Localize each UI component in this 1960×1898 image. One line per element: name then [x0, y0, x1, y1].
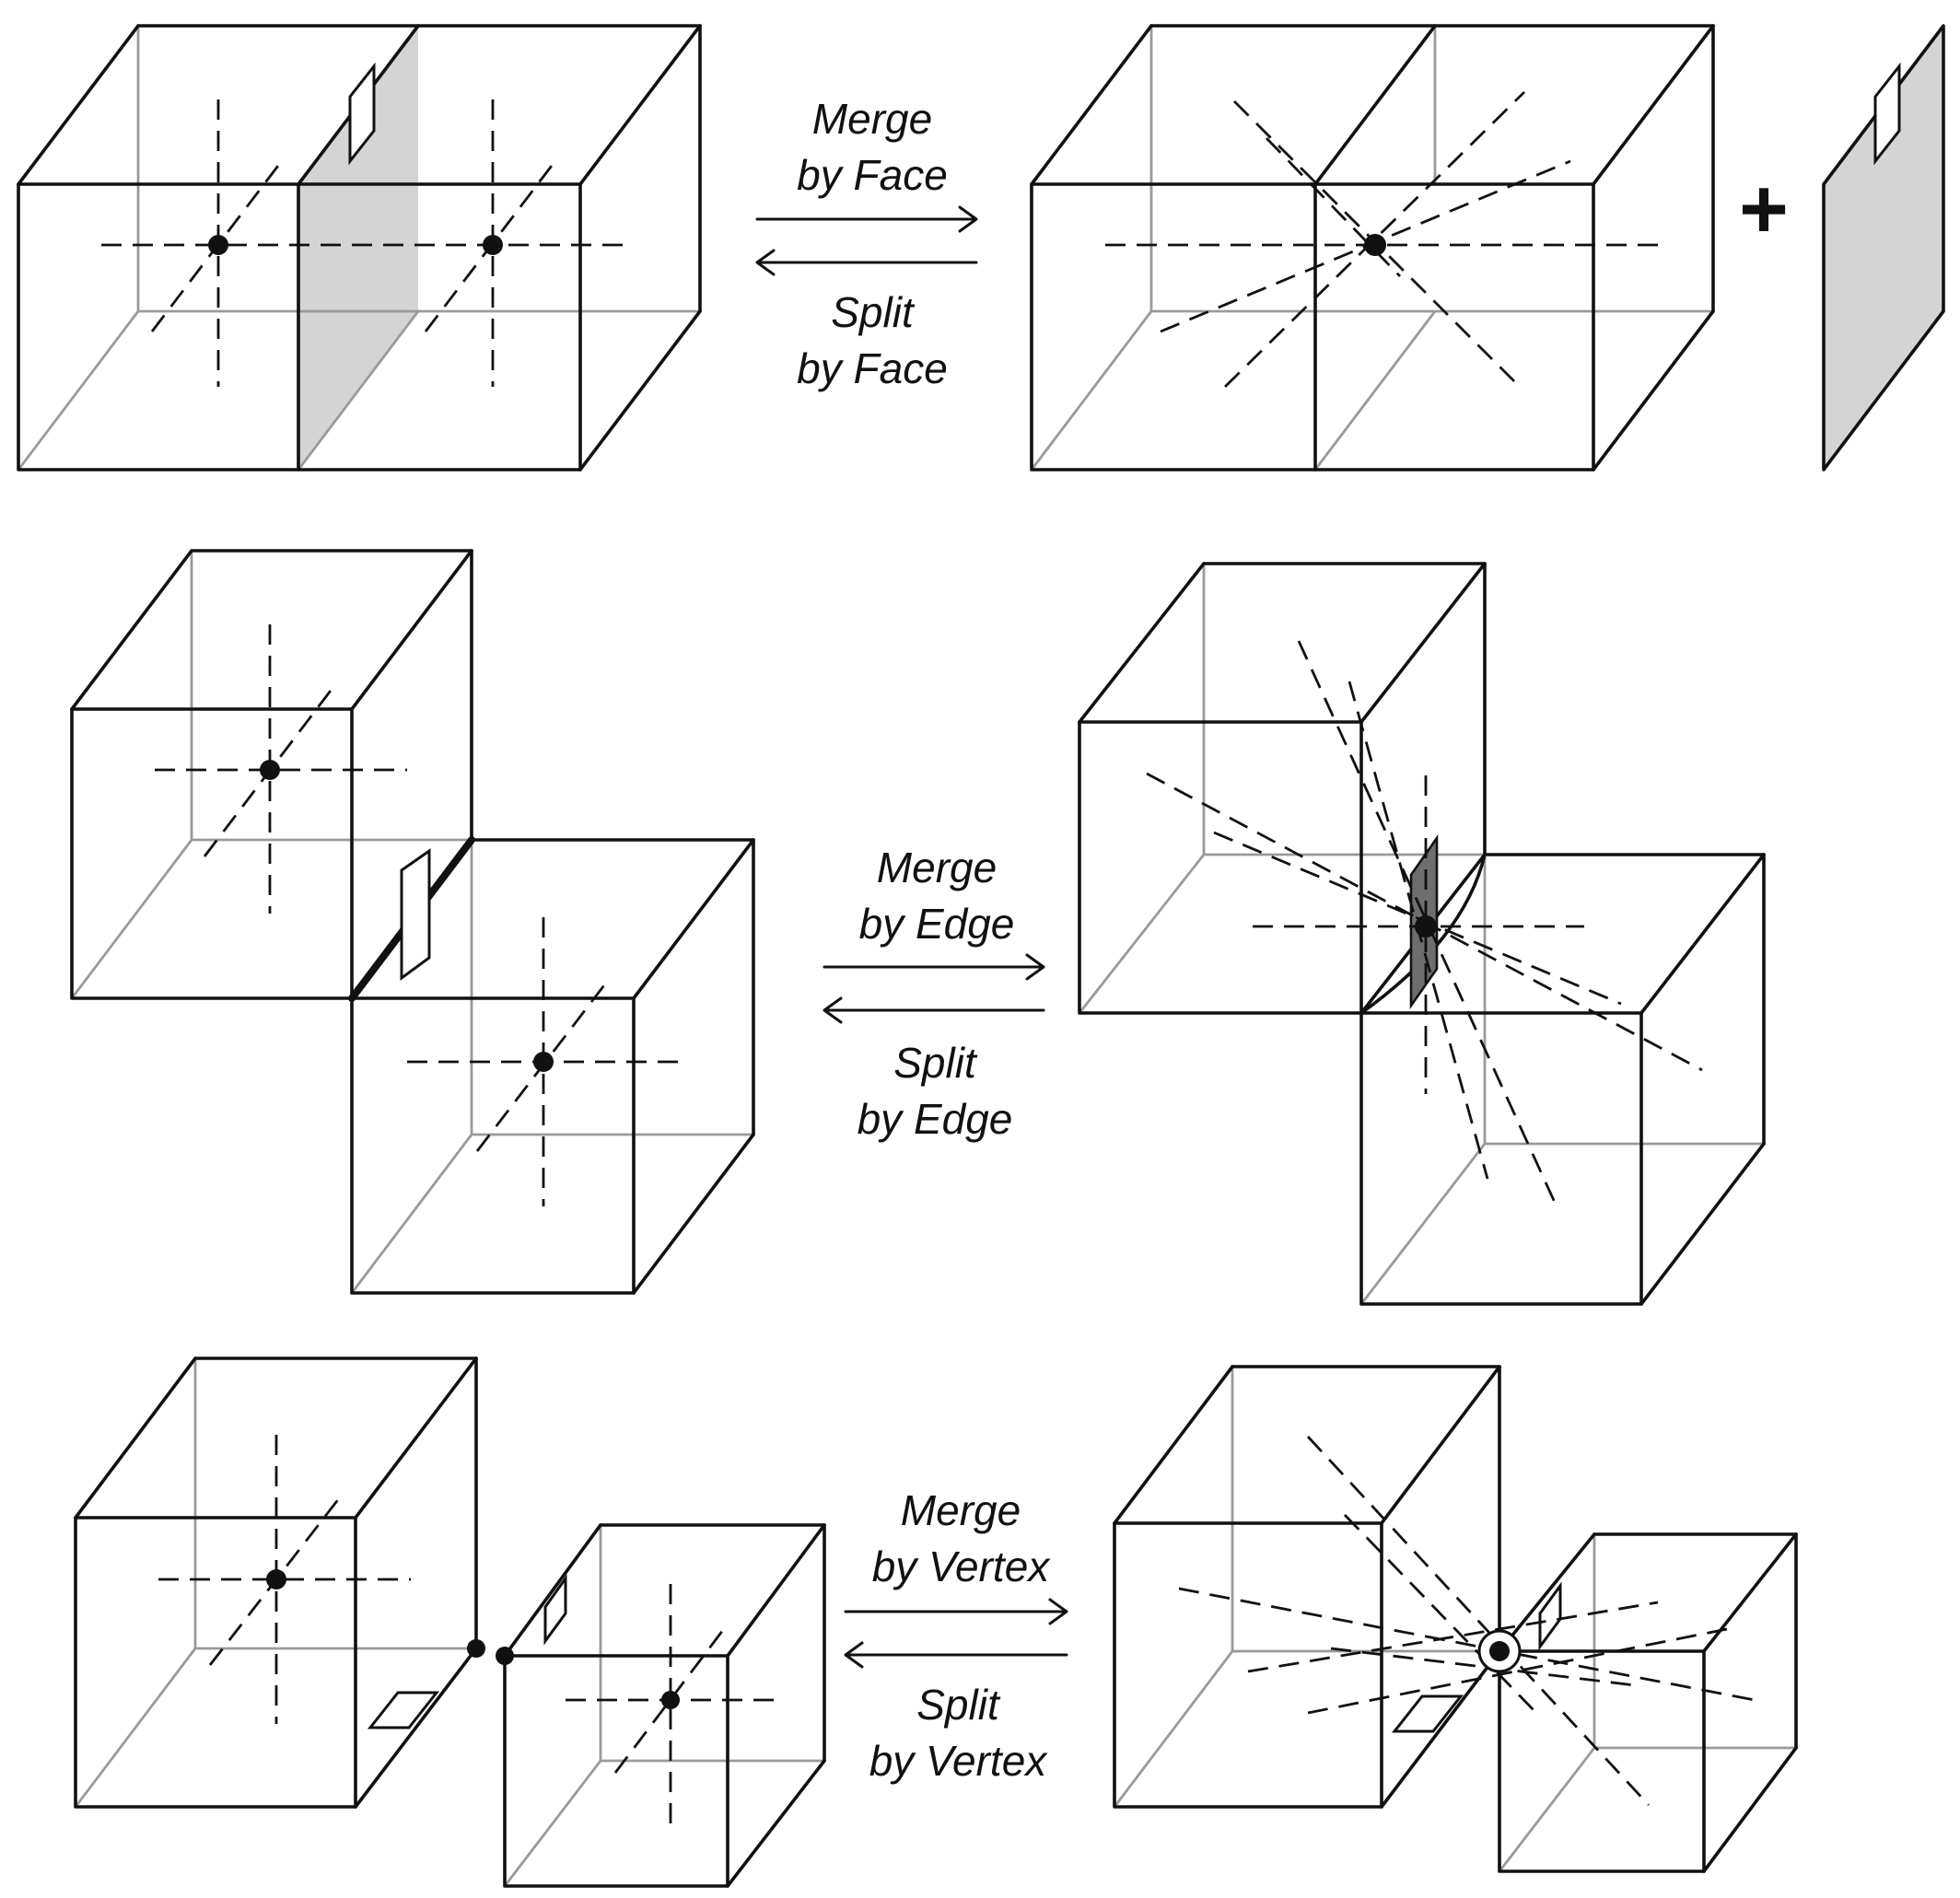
hidden-edges: [503, 1523, 826, 1888]
row-edge: Merge by Edge Split by Edge: [70, 549, 1766, 1306]
merged-axes: [1178, 1436, 1760, 1806]
visible-edges: [503, 1523, 826, 1888]
vertex-cube-left: [74, 1357, 478, 1809]
merge-arrow: [844, 1598, 1068, 1625]
edge-marker: [400, 848, 431, 981]
merged-node: [1489, 1641, 1510, 1661]
row-face: Merge by Face Split by Face: [17, 24, 1945, 472]
cell-node: [260, 760, 280, 780]
visible-edges: [70, 549, 473, 1000]
hidden-edges: [74, 1357, 478, 1809]
shared-face: [298, 26, 418, 470]
split-label-line2: by Face: [797, 344, 948, 392]
split-arrow: [822, 996, 1045, 1024]
split-label-line1: Split: [893, 1039, 978, 1087]
face-merged-cell: [1030, 24, 1715, 472]
hidden-edges: [70, 549, 473, 1000]
split-arrow: [755, 249, 978, 276]
vertex-merged-cells: [1113, 1365, 1798, 1873]
vertex-face-tab: [1391, 1694, 1464, 1733]
cell-node: [661, 1691, 680, 1709]
vertex-face-tab: [543, 1574, 567, 1646]
merged-node: [1364, 234, 1386, 256]
split-label-line2: by Edge: [858, 1095, 1013, 1143]
merge-label-line1: Merge: [901, 1486, 1021, 1534]
visible-edges: [74, 1357, 478, 1809]
edge-arrows: Merge by Edge Split by Edge: [822, 844, 1045, 1143]
split-label-line1: Split: [916, 1681, 1001, 1729]
cell-node: [533, 1052, 554, 1072]
vertex-arrows: Merge by Vertex Split by Vertex: [844, 1486, 1068, 1785]
merge-label-line1: Merge: [812, 95, 932, 143]
face-tab-marker: [348, 62, 376, 166]
edge-cube-top: [70, 549, 473, 1000]
face-arrows: Merge by Face Split by Face: [755, 95, 978, 392]
hidden-edges: [1030, 24, 1715, 472]
hidden-edges: [350, 838, 755, 1295]
visible-edges: [1113, 1365, 1798, 1873]
row-vertex: Merge by Vertex Split by Vertex: [74, 1357, 1798, 1888]
edge-cube-bottom: [350, 838, 755, 1295]
detached-face: [1822, 24, 1945, 472]
hidden-edges: [1113, 1365, 1798, 1873]
split-label-line2: by Vertex: [869, 1737, 1049, 1785]
cell-node: [266, 1569, 286, 1589]
merge-arrow: [822, 953, 1045, 981]
visible-edges: [1030, 24, 1715, 472]
split-label-line1: Split: [831, 288, 916, 336]
vertex-cube-right: [503, 1523, 826, 1888]
visible-edges: [1078, 562, 1766, 1306]
vertex-face-tab: [367, 1691, 440, 1729]
merge-label-line2: by Vertex: [872, 1543, 1052, 1590]
hidden-edges: [17, 24, 702, 472]
cell-node-left: [208, 235, 228, 255]
merge-arrow: [755, 205, 978, 233]
merge-label-line1: Merge: [877, 844, 997, 891]
face-tab-marker: [1873, 62, 1901, 166]
merged-node: [1415, 915, 1437, 937]
merge-label-line2: by Edge: [859, 900, 1015, 948]
edge-hinge-arc: [1359, 853, 1487, 1015]
edge-merged-cells: [1078, 562, 1766, 1306]
merge-label-line2: by Face: [797, 151, 948, 199]
face-split-pair: [17, 24, 702, 472]
shared-vertex-left: [467, 1639, 485, 1658]
cell-node-right: [483, 235, 503, 255]
split-arrow: [844, 1641, 1068, 1669]
plus-sign: +: [1739, 162, 1789, 256]
